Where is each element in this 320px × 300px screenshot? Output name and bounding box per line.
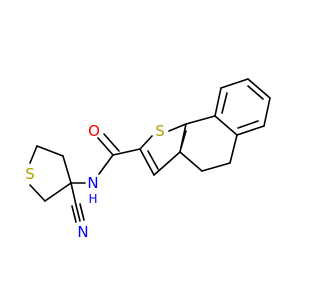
bond-ch2-1 <box>229 134 238 164</box>
thiolane-sulfur-label: S <box>25 165 35 183</box>
bond-carbonyl-o1 <box>97 137 114 156</box>
bond-ch2-3 <box>179 151 203 172</box>
bond-benz-6 <box>214 87 222 117</box>
bond-carbonyl-o2 <box>103 133 120 152</box>
bond-ch2-2 <box>201 162 231 172</box>
molecule-structure: O S S N H N <box>25 78 271 241</box>
bond-benz-4 <box>236 125 265 136</box>
bond-benz-4-inner <box>237 120 259 129</box>
bond-nitrile-3 <box>79 203 85 221</box>
atom-labels: O S S N H N <box>25 122 165 241</box>
amide-nitrogen-label: N <box>87 174 98 192</box>
bond-thio-3-inner <box>147 150 159 170</box>
bond-thio-1 <box>168 123 187 132</box>
bond-benz-5 <box>214 115 238 136</box>
bond-amide-n <box>98 154 114 175</box>
bond-carbonyl-c <box>112 148 141 156</box>
bond-thio-inner <box>180 130 187 149</box>
thiophene-sulfur-label: S <box>155 122 165 140</box>
bond-nitrile-2 <box>71 205 77 223</box>
bond-thio-2 <box>139 135 153 150</box>
nitrile-nitrogen-label: N <box>77 223 88 241</box>
bond-thio-3 <box>139 148 155 176</box>
oxygen-label: O <box>88 122 100 140</box>
bond-nitrile-1 <box>75 204 81 222</box>
bond-thiolane-4 <box>29 184 46 202</box>
bond-nitrile-c <box>70 182 77 206</box>
bonds <box>29 78 271 223</box>
amide-hydrogen-label: H <box>88 192 97 206</box>
bond-thiolane-5 <box>44 182 72 202</box>
bond-thiolane-2 <box>36 145 64 157</box>
bond-thio-4 <box>153 151 181 176</box>
bond-benz-2 <box>247 78 271 99</box>
bond-benz-2-inner <box>247 85 264 100</box>
bond-benz-3 <box>263 97 271 127</box>
bond-benz-6-inner <box>221 92 228 114</box>
bond-thiolane-1 <box>62 155 72 184</box>
bond-benz-1 <box>220 78 249 89</box>
bond-fused-2 <box>185 115 216 125</box>
bond-thiolane-3 <box>29 145 38 164</box>
